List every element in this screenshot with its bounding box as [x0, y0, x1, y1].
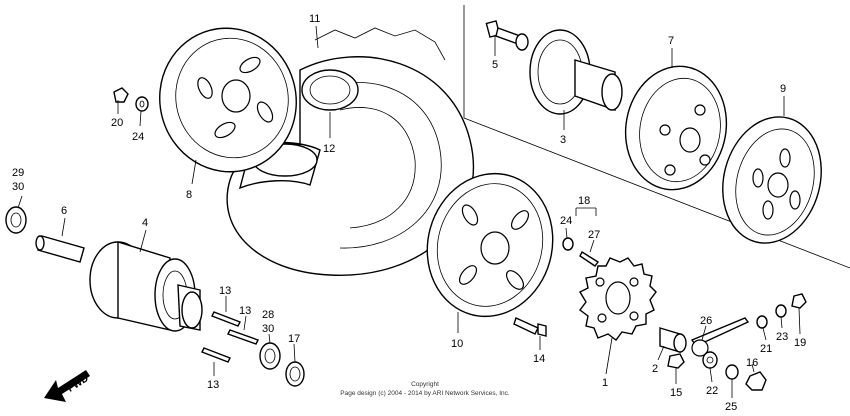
callout-13-top[interactable]: 13 [219, 285, 231, 297]
callout-3[interactable]: 3 [560, 134, 566, 146]
rim-outer-8[interactable] [144, 13, 313, 187]
group-frame [463, 5, 850, 269]
callout-6[interactable]: 6 [61, 205, 67, 217]
drum-plate-9[interactable] [709, 106, 835, 254]
callout-26[interactable]: 26 [700, 315, 712, 327]
callout-24-left[interactable]: 24 [132, 131, 144, 143]
drum-7[interactable] [616, 58, 736, 197]
nut-19[interactable] [791, 293, 807, 309]
callout-24-right[interactable]: 24 [560, 215, 572, 227]
fwd-arrow: FWD [44, 370, 91, 402]
adjuster-26[interactable] [690, 317, 750, 357]
callout-10[interactable]: 10 [451, 338, 463, 350]
callout-1[interactable]: 1 [602, 377, 608, 389]
hub-4[interactable] [89, 241, 203, 332]
washer-25[interactable] [725, 364, 739, 380]
callout-17[interactable]: 17 [288, 333, 300, 345]
callout-14[interactable]: 14 [533, 353, 545, 365]
callout-28[interactable]: 28 [262, 309, 274, 321]
callouts: 11 12 8 10 20 24 5 3 7 9 29 30 6 4 18 24… [12, 13, 806, 413]
stud-13c[interactable] [201, 347, 231, 363]
rim-inner-10[interactable] [411, 159, 568, 330]
callout-23[interactable]: 23 [776, 331, 788, 343]
bolt-14[interactable] [513, 317, 547, 337]
callout-30-bottom[interactable]: 30 [262, 323, 274, 335]
stud-13b[interactable] [227, 329, 259, 345]
nut-16[interactable] [745, 371, 767, 391]
hardware [113, 87, 807, 391]
callout-7[interactable]: 7 [668, 35, 674, 47]
callout-11[interactable]: 11 [309, 13, 320, 25]
callout-21[interactable]: 21 [760, 343, 772, 355]
callout-15[interactable]: 15 [670, 387, 682, 399]
callout-16[interactable]: 16 [746, 357, 758, 369]
washer-22[interactable] [702, 351, 718, 369]
callout-4[interactable]: 4 [142, 217, 148, 229]
callout-13-mid[interactable]: 13 [239, 305, 251, 317]
callout-5[interactable]: 5 [492, 59, 498, 71]
nut-23[interactable] [775, 304, 787, 318]
nut-20[interactable] [113, 87, 129, 103]
bolt-5[interactable] [485, 20, 529, 51]
callout-18[interactable]: 18 [578, 195, 590, 207]
washer-21[interactable] [756, 315, 768, 329]
spacer-6[interactable] [35, 235, 85, 263]
bearing-28[interactable] [259, 342, 281, 370]
seal-17[interactable] [285, 361, 305, 387]
sprocket-1[interactable] [579, 257, 657, 341]
callout-20[interactable]: 20 [111, 117, 123, 129]
washer-24a[interactable] [135, 96, 149, 112]
stud-13a[interactable] [211, 311, 241, 327]
copyright: Copyright Page design (c) 2004 - 2014 by… [340, 381, 510, 397]
callout-27[interactable]: 27 [588, 229, 600, 241]
callout-29[interactable]: 29 [12, 167, 24, 179]
copyright-line2: Page design (c) 2004 - 2014 by ARI Netwo… [340, 390, 510, 397]
callout-13-bottom[interactable]: 13 [207, 379, 219, 391]
callout-25[interactable]: 25 [725, 401, 737, 413]
callout-30-top[interactable]: 30 [12, 181, 24, 193]
bearing-29[interactable] [5, 206, 27, 234]
fwd-arrow-icon [44, 370, 90, 402]
callout-2[interactable]: 2 [652, 363, 658, 375]
collar-2[interactable] [659, 327, 687, 353]
copyright-line1: Copyright [411, 381, 439, 388]
nut-15[interactable] [667, 353, 685, 369]
callout-12[interactable]: 12 [323, 143, 335, 155]
leader-lines [17, 25, 801, 398]
brake-hub-3[interactable] [529, 29, 623, 115]
washer-24b[interactable] [562, 237, 574, 251]
callout-8[interactable]: 8 [186, 189, 192, 201]
bolt-27[interactable] [579, 250, 600, 267]
callout-22[interactable]: 22 [706, 385, 718, 397]
callout-9[interactable]: 9 [780, 83, 786, 95]
callout-19[interactable]: 19 [794, 337, 806, 349]
